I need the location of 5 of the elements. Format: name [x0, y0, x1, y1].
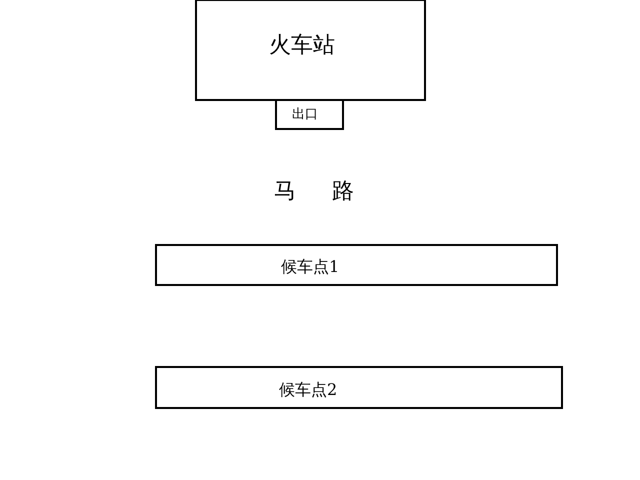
waiting-area-box: 候车点1 [155, 244, 558, 286]
road-label: 马路 [274, 181, 390, 203]
waiting-area-box: 候车点2 [155, 366, 563, 409]
exit-box: 出口 [275, 99, 344, 130]
station-box: 火车站 [195, 0, 426, 101]
